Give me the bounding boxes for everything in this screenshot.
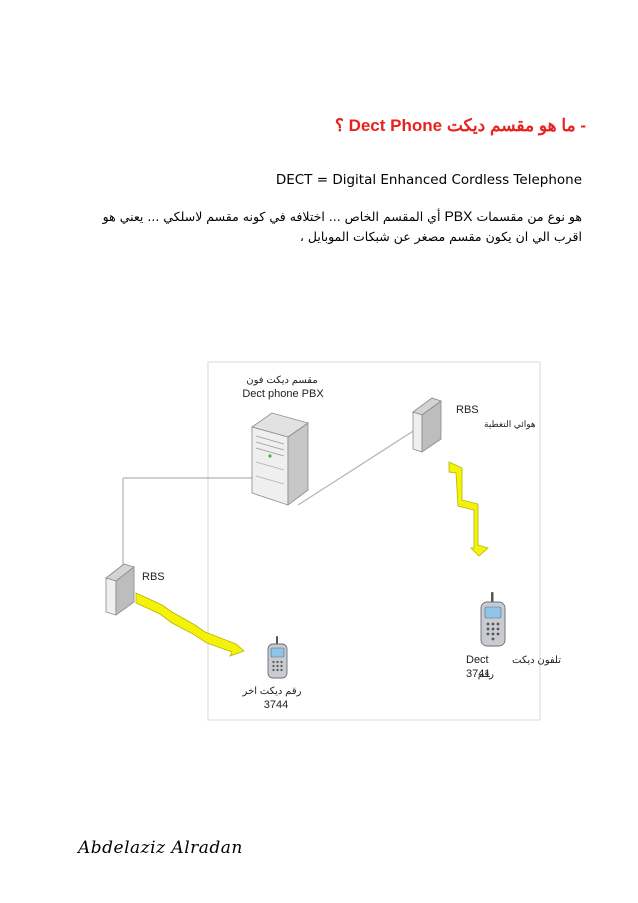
pbx-label-english: Dect phone PBX bbox=[242, 388, 324, 400]
link-pbx-rbs-right bbox=[297, 427, 419, 506]
description-paragraph: هو نوع من مقسمات PBX أي المقسم الخاص ...… bbox=[52, 206, 582, 247]
rbs-antenna-left-icon bbox=[105, 563, 135, 616]
rbs-right-label-arabic: هوائي التغطية bbox=[484, 419, 536, 430]
pbx-term: PBX bbox=[444, 208, 473, 224]
dect-phone-left-icon bbox=[267, 636, 288, 679]
heading-question-mark: ؟ bbox=[334, 116, 344, 135]
dect-phone-right-icon bbox=[480, 592, 506, 647]
rbs-right-label: RBS bbox=[456, 404, 479, 416]
heading-prefix: - ما هو مقسم ديكت bbox=[446, 116, 586, 135]
rbs-antenna-right-icon bbox=[412, 397, 442, 453]
phone-left-label-arabic: رقم ديكت اخر bbox=[242, 686, 302, 697]
wireless-signal-left bbox=[135, 592, 245, 657]
page-heading: - ما هو مقسم ديكت Dect Phone ؟ bbox=[335, 116, 586, 136]
author-signature: Abdelaziz Alradan bbox=[78, 838, 243, 858]
diagram-frame bbox=[207, 361, 541, 721]
pbx-label-arabic: مقسم ديكت فون bbox=[246, 375, 317, 386]
line1-before: هو نوع من مقسمات bbox=[476, 209, 582, 224]
pbx-server-icon bbox=[251, 412, 309, 506]
paragraph-line-1: هو نوع من مقسمات PBX أي المقسم الخاص ...… bbox=[52, 206, 582, 227]
phone-right-label-arabic: تلفون ديكت bbox=[512, 655, 561, 666]
phone-right-number: 3741 bbox=[466, 668, 490, 680]
paragraph-line-2: اقرب الي ان يكون مقسم مصغر عن شبكات المو… bbox=[299, 229, 582, 244]
rbs-left-label: RBS bbox=[142, 571, 165, 583]
heading-english: Dect Phone bbox=[348, 116, 443, 135]
dect-definition: DECT = Digital Enhanced Cordless Telepho… bbox=[275, 172, 582, 188]
wireless-signal-right bbox=[448, 461, 489, 557]
phone-left-number: 3744 bbox=[264, 699, 288, 711]
phone-right-number-label: رقم bbox=[478, 669, 494, 680]
phone-right-label-english: Dect bbox=[466, 654, 489, 666]
line1-after: أي المقسم الخاص ... اختلافه في كونه مقسم… bbox=[102, 209, 441, 224]
